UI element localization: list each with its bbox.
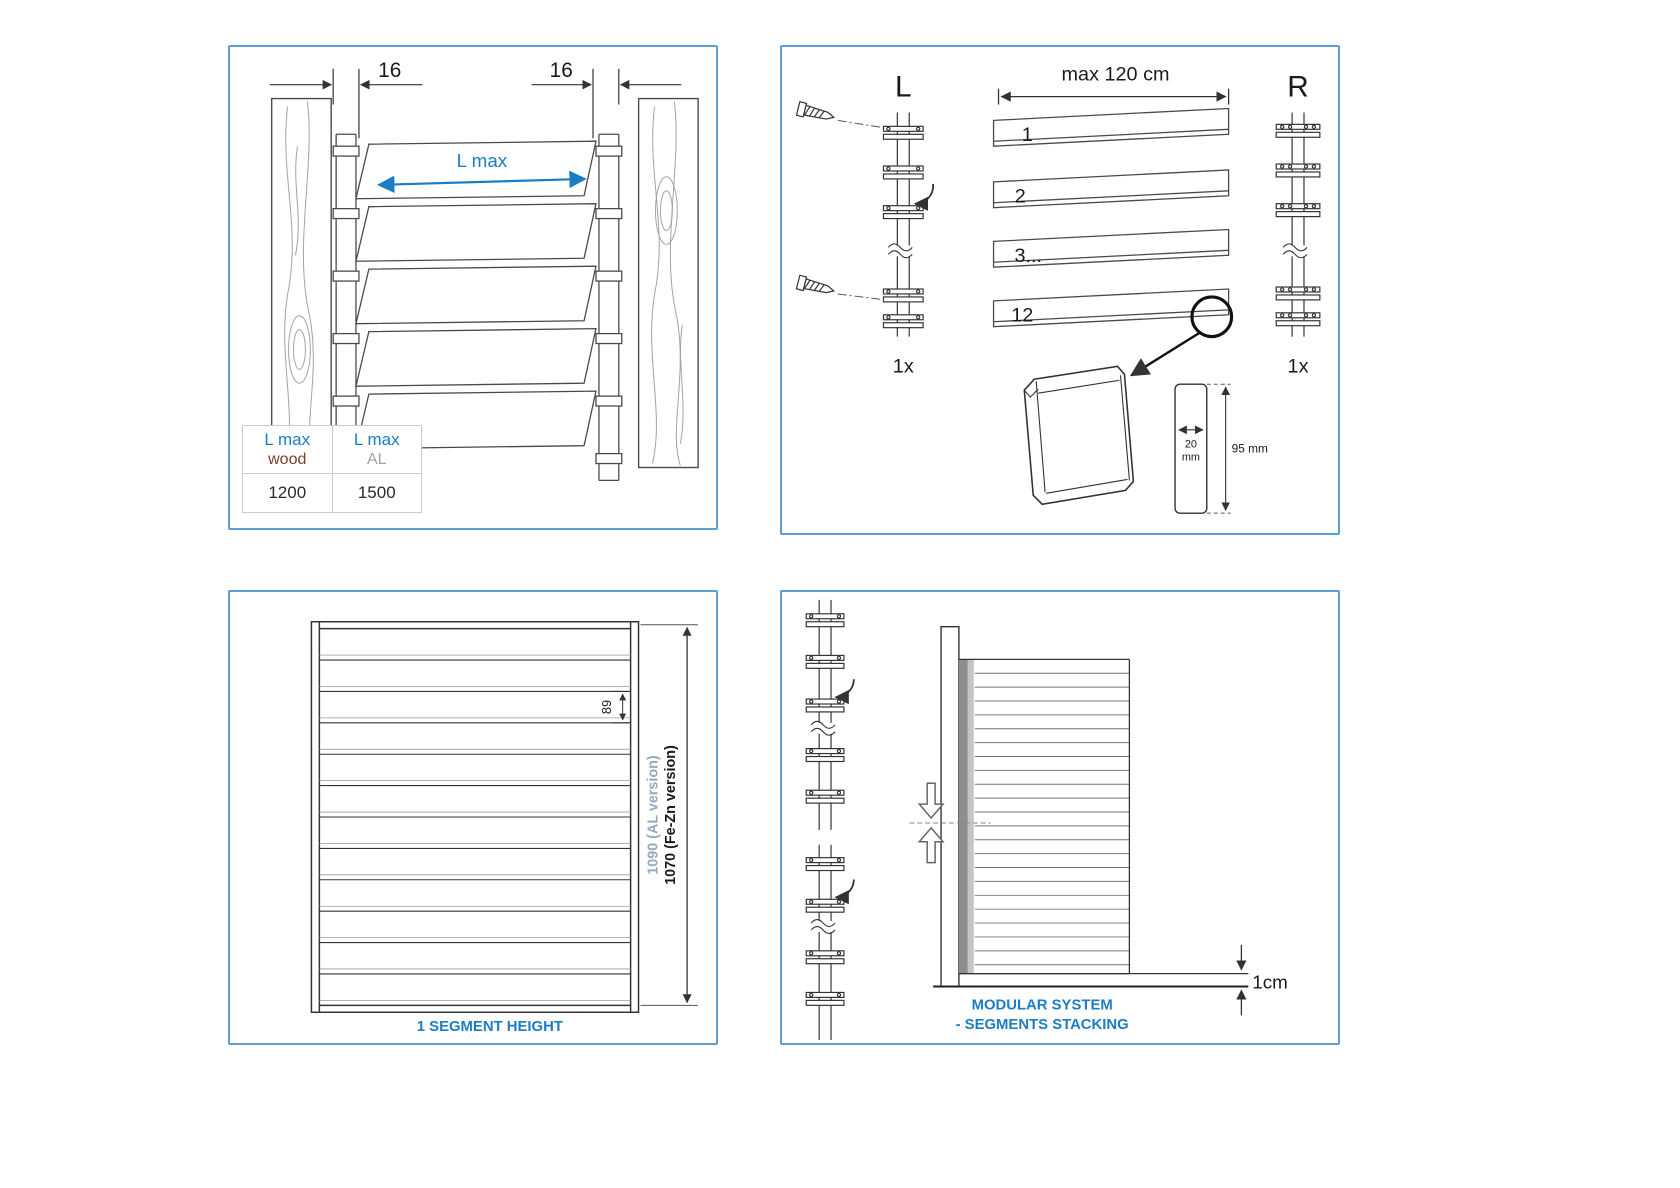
lmax-wood-value: 1200 xyxy=(268,483,307,502)
rotate-arrow-icon xyxy=(913,183,934,211)
rotate-arrow-icon xyxy=(834,879,855,905)
slat-pitch-dim xyxy=(612,690,629,724)
height-al-label: 1090 (AL version) xyxy=(645,755,661,875)
mount-strip-right xyxy=(595,133,623,482)
dim-16-left-label: 16 xyxy=(378,59,401,82)
slat-profile-dims xyxy=(1174,383,1231,514)
slat-number-1: 1 xyxy=(1022,124,1033,146)
rail-break-mask xyxy=(1285,245,1311,257)
right-rail-qty: 1x xyxy=(1288,355,1309,377)
profile-width-value: 20 xyxy=(1185,439,1197,451)
left-rail-qty: 1x xyxy=(893,355,914,377)
slat-number-2: 2 xyxy=(1015,186,1026,208)
rail-break-mask xyxy=(812,921,838,932)
stacking-caption-line1: MODULAR SYSTEM xyxy=(972,997,1113,1013)
segment-slat-lips xyxy=(319,654,631,1001)
dim-16-right xyxy=(531,68,682,139)
profile-width-unit: mm xyxy=(1182,452,1200,464)
panel-stacking: 1cm MODULAR SYSTEM - SEGMENTS STACKING xyxy=(780,590,1340,1045)
arrow-up-icon xyxy=(917,826,945,864)
slat-number-12: 12 xyxy=(1011,305,1033,327)
lmax-wood-header-sub: wood xyxy=(268,451,307,468)
wood-post-left xyxy=(270,97,332,469)
l-max-label: L max xyxy=(457,150,508,171)
stacking-diagram: 1cm MODULAR SYSTEM - SEGMENTS STACKING xyxy=(805,599,1288,1041)
max-width-label: max 120 cm xyxy=(1062,64,1170,86)
dim-16-left xyxy=(269,68,423,139)
panel-assembly: L R max 120 cm xyxy=(780,45,1340,535)
profile-height-label: 95 mm xyxy=(1232,442,1268,456)
detail-callout-circle xyxy=(1190,295,1234,339)
lmax-al-header-main: L max xyxy=(353,430,400,449)
rotate-arrow-icon xyxy=(834,679,855,705)
l-max-arrow xyxy=(377,170,587,194)
assembly-diagram: L R max 120 cm xyxy=(795,64,1321,514)
panel-segment-height: 89 1090 (AL version) 1070 (Fe-Zn version… xyxy=(228,590,718,1045)
left-mount-rail xyxy=(882,112,924,337)
right-rail-label: R xyxy=(1287,71,1308,104)
panel-slat-width: 16 16 L max L max wood L max AL xyxy=(228,45,718,530)
detail-callout-arrow xyxy=(1129,331,1201,377)
screw-icon xyxy=(795,274,836,294)
lmax-wood-header: L max wood xyxy=(243,426,332,473)
louver-slats xyxy=(355,140,597,450)
slat-number-3: 3... xyxy=(1014,245,1042,267)
segment-caption: 1 SEGMENT HEIGHT xyxy=(417,1019,563,1035)
wood-grain-left xyxy=(284,101,314,466)
fence-post xyxy=(940,625,960,988)
wood-post-right xyxy=(637,97,699,469)
wood-grain-right xyxy=(651,101,684,466)
lmax-table: L max wood L max AL 1200 1500 xyxy=(242,425,422,513)
right-mount-rail xyxy=(1275,112,1321,337)
rail-break-wave xyxy=(810,720,836,736)
dim-16-right-label: 16 xyxy=(550,59,573,82)
lmax-al-header-sub: AL xyxy=(366,451,387,468)
lmax-wood-header-main: L max xyxy=(264,430,311,449)
rail-break-wave xyxy=(887,243,913,259)
lower-mount-rail xyxy=(805,844,845,1041)
max-width-dim xyxy=(997,88,1230,105)
lmax-al-value: 1500 xyxy=(331,474,422,512)
stacking-caption-line2: - SEGMENTS STACKING xyxy=(956,1017,1129,1033)
segment-slat-lines xyxy=(319,659,631,975)
screw-icon xyxy=(795,101,836,120)
stacking-arrows xyxy=(917,782,945,864)
numbered-slats xyxy=(992,107,1230,328)
height-fezn-label: 1070 (Fe-Zn version) xyxy=(663,745,679,885)
slat-profile-detail xyxy=(1023,365,1135,506)
lmax-al-header: L max AL xyxy=(331,426,422,473)
rail-break-mask xyxy=(890,245,917,257)
segment-stack xyxy=(958,658,1131,975)
upper-mount-rail xyxy=(805,599,845,830)
gap-label: 1cm xyxy=(1252,971,1288,992)
rail-break-wave xyxy=(1282,243,1308,259)
slat-pitch-label: 89 xyxy=(599,700,614,714)
segment-height-dim xyxy=(640,624,699,1006)
left-rail-label: L xyxy=(895,71,912,104)
rail-break-wave xyxy=(810,919,836,935)
arrow-down-icon xyxy=(917,782,945,820)
rail-break-mask xyxy=(812,722,838,734)
segment-height-diagram: 89 1090 (AL version) 1070 (Fe-Zn version… xyxy=(310,620,699,1035)
